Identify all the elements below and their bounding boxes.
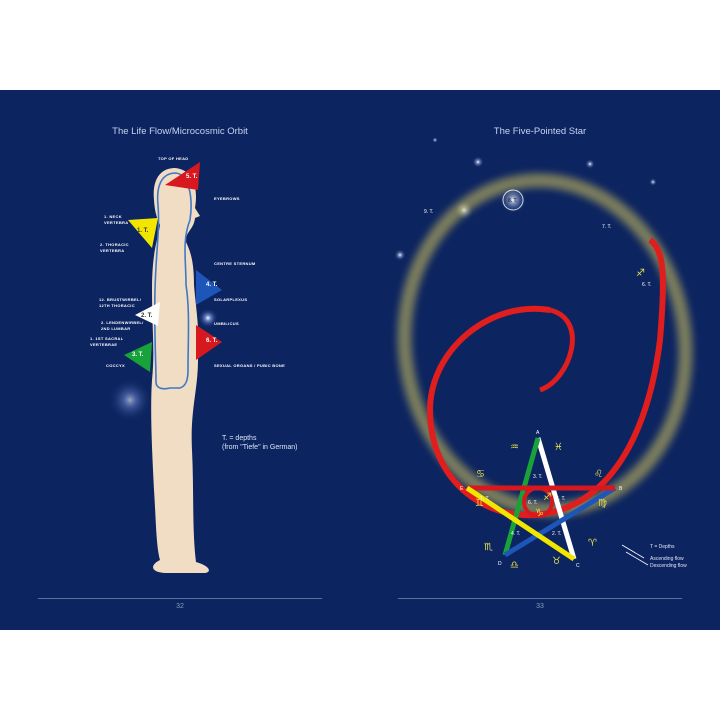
svg-text:♎: ♎ — [510, 560, 519, 571]
right-page: The Five-Pointed Star 8. T. 9. T. 7. T. … — [360, 90, 720, 630]
label-centre-sternum: CENTRE STERNUM — [214, 261, 256, 266]
label-sacral: 1. 1ST SACRAL — [90, 336, 124, 341]
label-neck: 1. NECK — [104, 214, 122, 219]
svg-text:1. T.: 1. T. — [480, 496, 489, 502]
glow — [108, 378, 152, 422]
svg-text:A: A — [536, 430, 540, 436]
label-top-of-head: TOP OF HEAD — [158, 156, 189, 161]
orbit-label-9: 9. T. — [424, 209, 433, 215]
orbit-label-8: 8. T. — [508, 198, 518, 204]
depth-label: 2. T. — [141, 313, 153, 319]
label-thoracic: VERTEBRA — [100, 248, 124, 253]
label-neck: VERTEBRA — [104, 220, 128, 225]
pentagram — [465, 437, 617, 562]
depth-label: 3. T. — [132, 352, 144, 358]
depth-5-marker — [165, 162, 200, 190]
zodiac-symbols: ♒ ♓ ♋ ♌ ♊ ♍ ♏ ♈ ♎ ♉ ♑ ♐ — [475, 442, 607, 571]
svg-text:♋: ♋ — [476, 469, 485, 480]
label-solarplexus: SOLARPLEXUS — [214, 297, 247, 302]
svg-text:D: D — [498, 561, 502, 567]
label-coccyx: COCCYX — [106, 363, 125, 368]
svg-text:♏: ♏ — [484, 542, 493, 553]
depth-label: 6. T. — [206, 338, 218, 344]
svg-text:4. T.: 4. T. — [511, 531, 520, 537]
star-point-labels: A B C D E 1. T. 2. T. 3. T. 4. T. 5. T. … — [460, 430, 623, 569]
depth-3-marker — [124, 342, 152, 372]
depth-label: 1. T. — [137, 228, 149, 234]
depth-label: 4. T. — [206, 282, 218, 288]
svg-text:3. T.: 3. T. — [533, 474, 542, 480]
depth-6-marker — [196, 325, 222, 360]
depth-4-marker — [196, 270, 222, 305]
depth-1-marker — [128, 218, 158, 248]
legend-ascending: Ascending flow — [650, 556, 684, 562]
svg-text:5. T.: 5. T. — [556, 496, 565, 502]
footer-rule — [398, 598, 682, 599]
label-brustwirbel: 12. BRUSTWIRBEL/ — [99, 297, 142, 302]
left-page-title: The Life Flow/Microcosmic Orbit — [112, 126, 248, 137]
svg-text:♍: ♍ — [598, 498, 607, 509]
sagittarius-symbol: ♐ — [636, 268, 645, 279]
microcosmic-orbit-diagram: 5. T. 1. T. 2. T. 3. T. 4. T. 6. T. TOP … — [90, 156, 285, 573]
note-line: T. = depths — [222, 435, 257, 442]
star-edge-blue — [503, 485, 617, 558]
svg-text:♉: ♉ — [552, 556, 561, 567]
svg-text:♌: ♌ — [594, 469, 603, 480]
orbit-label-7: 7. T. — [602, 224, 611, 230]
page-number: 32 — [176, 603, 184, 610]
depth-label: 5. T. — [186, 174, 198, 180]
footer-rule — [38, 598, 322, 599]
depths-note: T. = depths (from "Tiefe" in German) — [222, 434, 298, 452]
label-lendenwirbel: 2ND LUMBAR — [101, 326, 130, 331]
label-umbilicus: UMBILICUS — [214, 321, 239, 326]
label-thoracic: 2. THORACIC — [100, 242, 129, 247]
label-eyebrows: EYEBROWS — [214, 196, 240, 201]
depth-2-marker — [135, 302, 160, 326]
note-line: (from "Tiefe" in German) — [222, 444, 298, 451]
glow — [198, 308, 218, 328]
svg-text:C: C — [576, 563, 580, 569]
legend-descending: Descending flow — [650, 563, 687, 569]
svg-text:♒: ♒ — [510, 442, 519, 453]
life-flow-orbit — [153, 172, 192, 390]
label-sexual-organs: SEXUAL ORGANS / PUBIC BONE — [214, 363, 285, 368]
five-pointed-star-diagram: 8. T. 9. T. 7. T. 6. T. ♐ A B C D E 1. T… — [394, 137, 693, 571]
svg-text:E: E — [460, 486, 464, 492]
label-sacral: VERTEBRAE — [90, 342, 117, 347]
svg-text:B: B — [619, 486, 623, 492]
inner-circle — [522, 486, 554, 518]
svg-text:♓: ♓ — [554, 442, 563, 453]
page-number: 33 — [536, 603, 544, 610]
star-edge-white — [535, 437, 577, 560]
right-page-title: The Five-Pointed Star — [493, 126, 587, 137]
svg-text:♑: ♑ — [535, 508, 544, 519]
legend-depths: T = Depths — [650, 544, 675, 550]
point-labels: TOP OF HEAD EYEBROWS 1. NECK VERTEBRA 2.… — [90, 156, 285, 368]
svg-text:6. T.: 6. T. — [528, 500, 537, 506]
label-brustwirbel: 12TH THORACIC — [99, 303, 135, 308]
red-orbit-inner — [539, 307, 575, 393]
svg-text:2. T.: 2. T. — [552, 531, 561, 537]
star-edge-green — [502, 437, 541, 556]
svg-text:♈: ♈ — [588, 538, 597, 549]
book-spread: The Life Flow/Microcosmic Orbit 5. T. 1.… — [0, 90, 720, 630]
human-body-silhouette — [151, 168, 209, 573]
svg-text:♊: ♊ — [475, 498, 484, 509]
flow-legend-arrows — [621, 544, 649, 566]
left-page: The Life Flow/Microcosmic Orbit 5. T. 1.… — [0, 90, 360, 630]
label-lendenwirbel: 2. LENDENWIRBEL/ — [101, 320, 144, 325]
flow-legend: T = Depths Ascending flow Descending flo… — [650, 544, 687, 570]
depth-markers: 5. T. 1. T. 2. T. 3. T. 4. T. 6. T. — [124, 162, 222, 372]
svg-text:♐: ♐ — [543, 492, 552, 503]
orbit-label-6: 6. T. — [642, 282, 651, 288]
star-edge-yellow — [465, 485, 576, 562]
